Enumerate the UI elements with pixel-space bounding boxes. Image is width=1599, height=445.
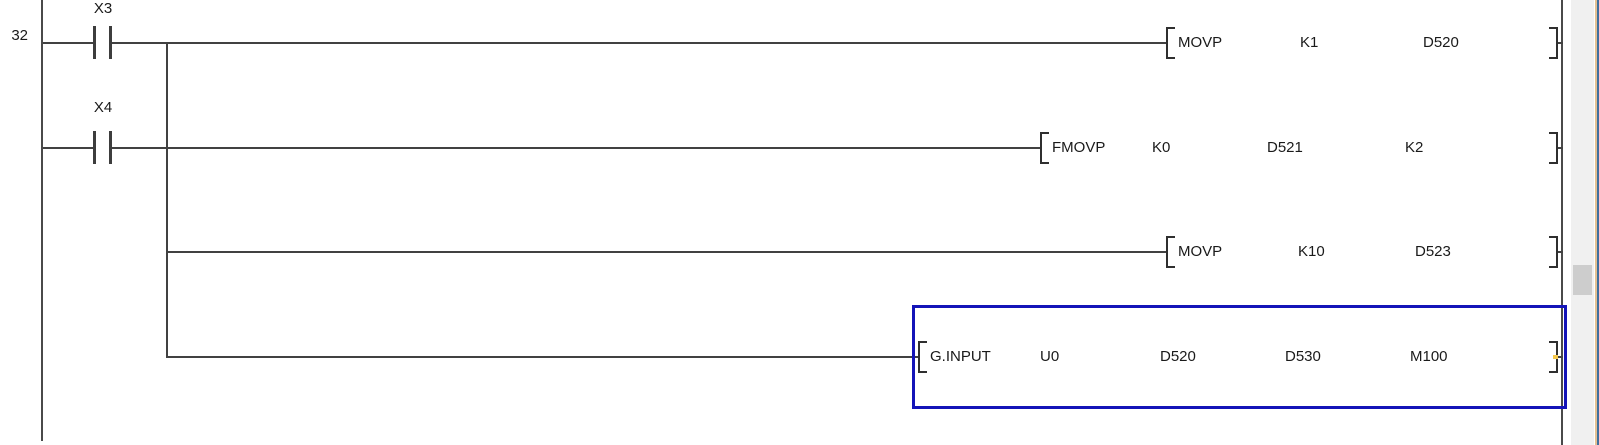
instruction-operand: D523	[1415, 243, 1451, 260]
instruction-operand: K1	[1300, 34, 1319, 51]
window-edge-blue-line	[1597, 0, 1599, 445]
wire-segment	[167, 356, 919, 358]
instruction-close-bracket	[1549, 27, 1558, 59]
instruction-open-bracket	[1166, 27, 1175, 59]
vertical-scrollbar[interactable]	[1571, 0, 1594, 445]
connection-marker	[1553, 355, 1558, 359]
contact-bar-left	[93, 26, 96, 59]
wire-segment	[43, 147, 94, 149]
contact-label: X3	[93, 0, 113, 17]
scrollbar-thumb[interactable]	[1573, 265, 1592, 295]
instruction-open-bracket	[918, 341, 927, 373]
instruction-mnemonic: MOVP	[1178, 243, 1223, 260]
contact-bar-right	[109, 131, 112, 164]
instruction-mnemonic: MOVP	[1178, 34, 1223, 51]
right-power-rail	[1561, 0, 1563, 445]
contact-bar-left	[93, 131, 96, 164]
instruction-operand: D520	[1160, 348, 1196, 365]
instruction-open-bracket	[1040, 132, 1049, 164]
branch-line	[166, 42, 168, 358]
window-edge-tan-line	[1595, 0, 1597, 445]
selection-box	[912, 305, 1567, 409]
instruction-operand: K2	[1405, 139, 1424, 156]
instruction-operand: D521	[1267, 139, 1303, 156]
instruction-operand: K10	[1298, 243, 1325, 260]
wire-segment	[112, 42, 1167, 44]
instruction-operand: D520	[1423, 34, 1459, 51]
instruction-close-bracket	[1549, 132, 1558, 164]
instruction-mnemonic: G.INPUT	[930, 348, 991, 365]
wire-segment	[43, 42, 94, 44]
wire-segment	[1556, 147, 1563, 149]
wire-segment	[1556, 251, 1563, 253]
instruction-operand: K0	[1152, 139, 1171, 156]
wire-segment	[1556, 42, 1563, 44]
contact-bar-right	[109, 26, 112, 59]
left-power-rail	[41, 0, 43, 441]
instruction-operand: M100	[1410, 348, 1448, 365]
wire-segment	[112, 147, 1041, 149]
instruction-operand: D530	[1285, 348, 1321, 365]
rung-number: 32	[11, 27, 28, 44]
instruction-operand: U0	[1040, 348, 1060, 365]
instruction-close-bracket	[1549, 236, 1558, 268]
wire-segment	[167, 251, 1167, 253]
instruction-open-bracket	[1166, 236, 1175, 268]
wire-segment	[1556, 356, 1563, 358]
instruction-mnemonic: FMOVP	[1052, 139, 1106, 156]
contact-label: X4	[93, 99, 113, 116]
